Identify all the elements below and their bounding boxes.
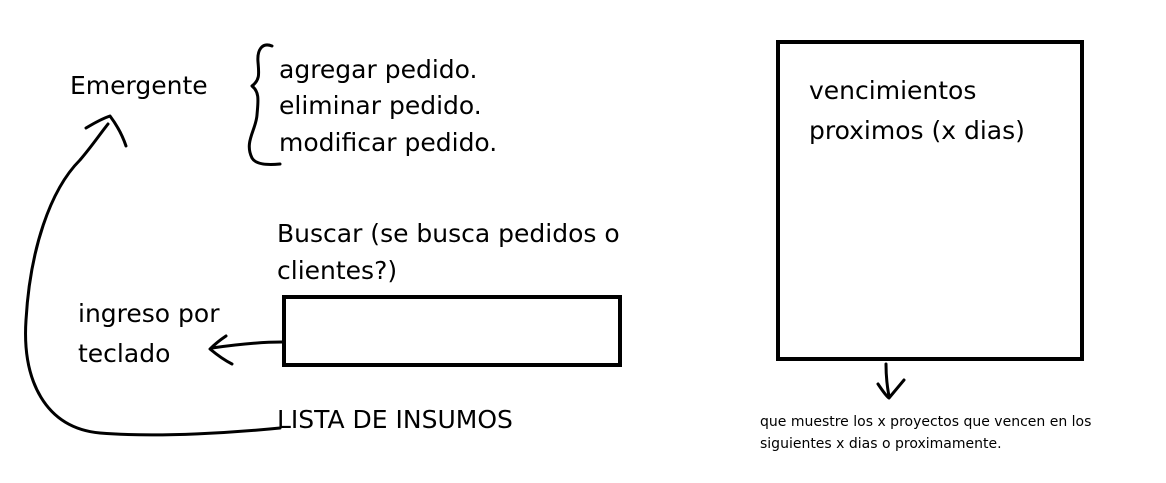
upcoming-due-panel bbox=[776, 40, 1084, 361]
supplies-list-label[interactable]: LISTA DE INSUMOS bbox=[277, 405, 513, 434]
upcoming-due-note-line1: que muestre los x proyectos que vencen e… bbox=[760, 414, 1092, 430]
popup-action-delete-order[interactable]: eliminar pedido. bbox=[279, 91, 482, 120]
upcoming-due-title-line1: vencimientos bbox=[809, 76, 977, 105]
arrow-head-icon bbox=[84, 114, 128, 148]
search-label-line2: clientes?) bbox=[277, 256, 398, 285]
emergente-label: Emergente bbox=[70, 71, 208, 100]
left-arrow-icon bbox=[208, 334, 284, 366]
keyboard-input-note-line2: teclado bbox=[78, 339, 171, 368]
brace-icon bbox=[247, 43, 282, 166]
popup-action-add-order[interactable]: agregar pedido. bbox=[279, 55, 478, 84]
search-input[interactable] bbox=[282, 295, 622, 367]
curved-arrow-icon bbox=[24, 122, 282, 437]
popup-action-modify-order[interactable]: modificar pedido. bbox=[279, 128, 498, 157]
upcoming-due-note-line2: siguientes x dias o proximamente. bbox=[760, 436, 1002, 452]
search-label-line1: Buscar (se busca pedidos o bbox=[277, 219, 620, 248]
down-arrow-icon bbox=[876, 362, 906, 400]
keyboard-input-note-line1: ingreso por bbox=[78, 299, 220, 328]
upcoming-due-title-line2: proximos (x dias) bbox=[809, 116, 1025, 145]
